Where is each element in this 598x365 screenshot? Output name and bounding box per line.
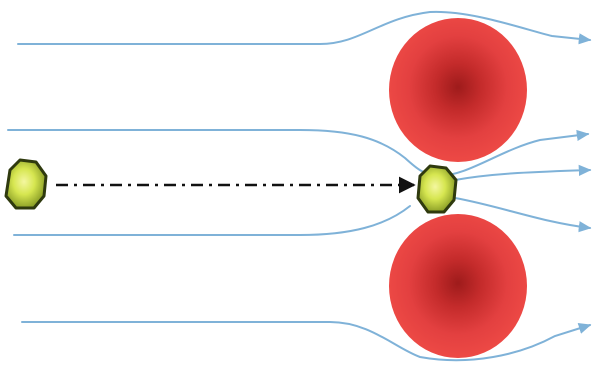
streamline-upper-center <box>455 170 590 180</box>
collectors <box>389 18 527 358</box>
particle-initial <box>6 160 46 208</box>
collector-bottom <box>389 214 527 358</box>
collector-top <box>389 18 527 162</box>
streamline-lower-middle <box>14 206 410 235</box>
particle-captured <box>418 166 456 212</box>
